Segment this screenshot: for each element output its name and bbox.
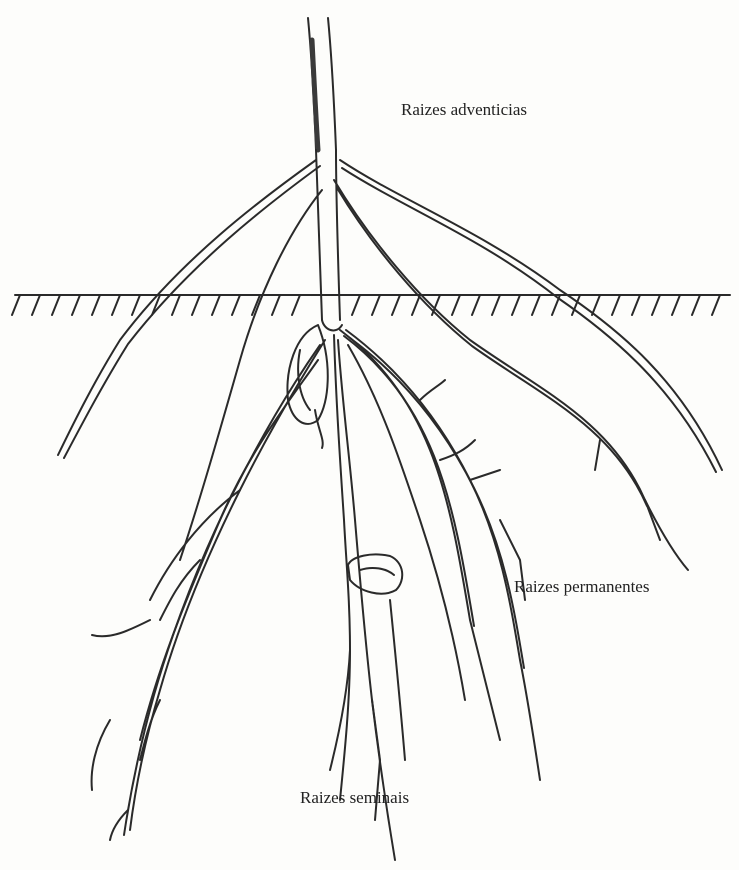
stem xyxy=(308,18,336,150)
label-adventitious-roots: Raizes adventicias xyxy=(401,100,527,120)
label-permanent-roots: Raizes permanentes xyxy=(514,577,649,597)
left-roots xyxy=(92,340,325,840)
soil-line xyxy=(12,295,730,315)
seminal-roots xyxy=(330,335,405,860)
crown-node xyxy=(316,150,342,330)
label-seminal-roots: Raizes seminais xyxy=(300,788,409,808)
seed xyxy=(348,554,402,593)
adventitious-roots xyxy=(58,160,722,570)
